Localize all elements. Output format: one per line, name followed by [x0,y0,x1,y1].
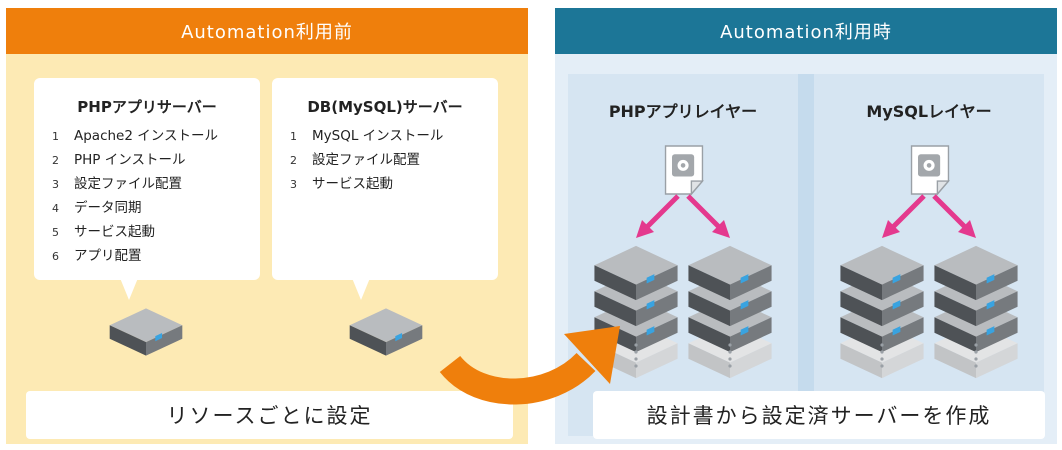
ellipsis-dots-icon [880,343,884,368]
after-panel-title: Automation利用時 [720,22,892,43]
after-automation-panel: Automation利用時 PHPアプリレイヤー [555,8,1057,444]
php-server-title: PHPアプリサーバー [77,98,217,116]
layers-area: PHPアプリレイヤー [568,74,1044,436]
before-panel-header: Automation利用前 [6,8,528,54]
pink-arrows-icon [636,194,730,238]
step-item: 1 MySQL インストール [290,124,443,148]
ellipsis-dots-icon [974,343,978,368]
step-number: 1 [290,130,297,143]
step-label: Apache2 インストール [74,128,218,144]
step-number: 5 [52,226,59,239]
db-server-card: DB(MySQL)サーバー 1 MySQL インストール 2 設定ファイル配置 3 サ… [272,78,498,300]
step-label: サービス起動 [74,224,155,240]
step-item: 2 設定ファイル配置 [290,148,443,172]
step-number: 4 [52,202,59,215]
db-server-steps: 1 MySQL インストール 2 設定ファイル配置 3 サービス起動 [290,124,443,196]
step-label: データ同期 [74,200,142,216]
step-number: 3 [52,178,59,191]
step-item: 1 Apache2 インストール [52,124,218,148]
step-label: サービス起動 [312,176,393,192]
step-number: 2 [52,154,59,167]
pink-arrows-icon [882,194,976,238]
speech-bubble-tail [352,278,370,300]
db-server-title: DB(MySQL)サーバー [307,98,463,116]
before-panel-title: Automation利用前 [181,22,353,43]
step-number: 3 [290,178,297,191]
step-label: アプリ配置 [74,248,142,264]
orange-transition-arrow-icon [439,326,620,405]
step-label: 設定ファイル配置 [74,176,182,192]
step-number: 2 [290,154,297,167]
step-label: MySQL インストール [312,128,444,144]
config-document-icon [660,144,708,196]
mysql-layer-title: MySQLレイヤー [866,102,992,121]
step-item: 5 サービス起動 [52,220,218,244]
before-caption: リソースごとに設定 [166,404,373,428]
after-caption-bar: 設計書から設定済サーバーを作成 [593,391,1045,439]
after-panel-header: Automation利用時 [555,8,1057,54]
ellipsis-dots-icon [728,343,732,368]
step-number: 6 [52,250,59,263]
step-item: 6 アプリ配置 [52,244,218,268]
php-server-icon [108,306,184,358]
step-item: 3 設定ファイル配置 [52,172,218,196]
before-caption-bar: リソースごとに設定 [26,391,513,439]
php-server-card: PHPアプリサーバー 1 Apache2 インストール 2 PHP インストール 3… [34,78,260,300]
mysql-layer: MySQLレイヤー [814,74,1044,436]
db-server-icon [348,306,424,358]
after-caption: 設計書から設定済サーバーを作成 [646,404,992,428]
ellipsis-dots-icon [634,343,638,368]
step-item: 3 サービス起動 [290,172,443,196]
php-server-steps: 1 Apache2 インストール 2 PHP インストール 3 設定ファイル配置 4 デ… [52,124,218,268]
speech-bubble-tail [120,278,138,300]
step-number: 1 [52,130,59,143]
config-document-icon [906,144,954,196]
step-label: 設定ファイル配置 [312,152,420,168]
before-automation-panel: Automation利用前 PHPアプリサーバー 1 Apache2 インストール… [6,8,528,444]
step-item: 2 PHP インストール [52,148,218,172]
step-item: 4 データ同期 [52,196,218,220]
php-layer-title: PHPアプリレイヤー [608,102,758,121]
step-label: PHP インストール [74,152,186,168]
